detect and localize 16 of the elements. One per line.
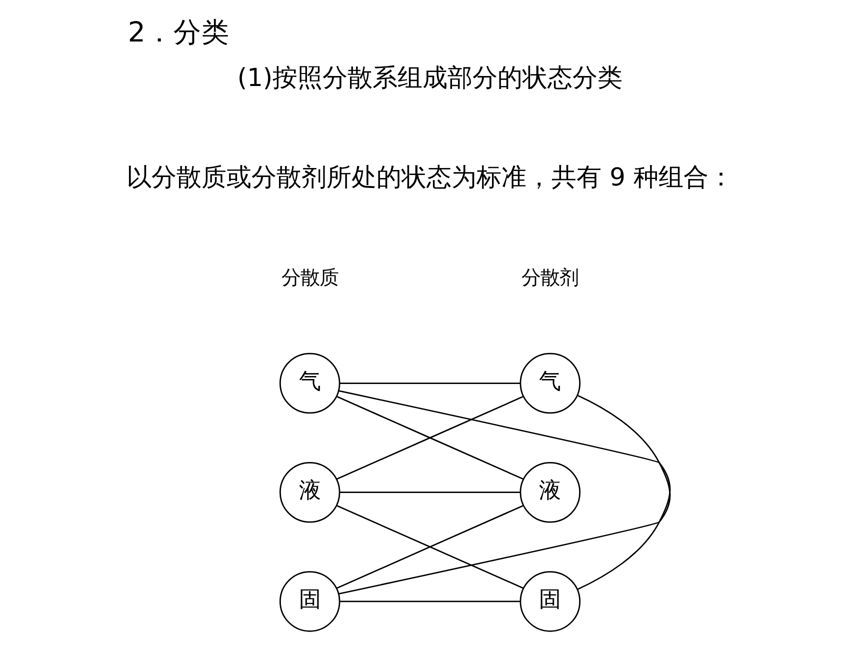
connector	[336, 504, 524, 589]
node-circle: 液	[279, 462, 340, 523]
label: (1)按照分散系组成部分的状态分类	[237, 63, 623, 92]
connector	[336, 396, 524, 480]
diagram-title: 2．分类	[128, 15, 230, 48]
node-circle: 气	[279, 352, 340, 414]
label: 分散质	[281, 266, 338, 290]
node-circle: 液	[520, 462, 581, 523]
node-circle: 固	[279, 571, 340, 632]
node-circle: 气	[520, 352, 581, 414]
label: 分散剂	[522, 266, 579, 290]
connector	[340, 382, 520, 384]
connector	[340, 600, 520, 602]
node-circle: 固	[520, 571, 581, 632]
label: 以分散质或分散剂所处的状态为标准，共有 9 种组合：	[126, 162, 734, 192]
connector	[340, 492, 520, 494]
